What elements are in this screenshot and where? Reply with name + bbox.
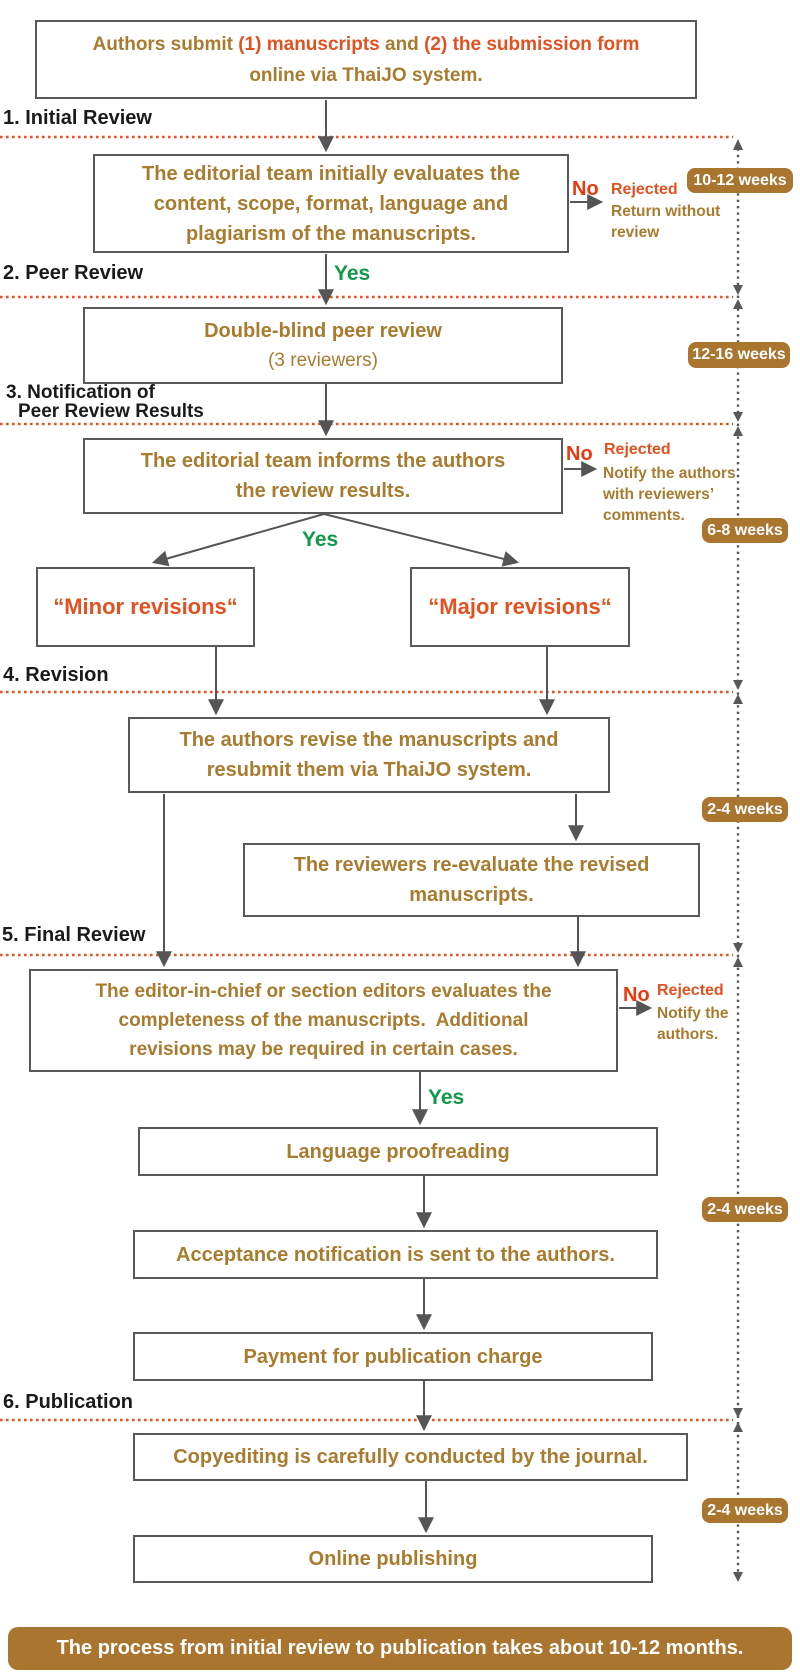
notification-box: The editorial team informs the authors t… [83,438,563,514]
minor-revisions-box: “Minor revisions“ [36,567,255,647]
badge-final-review: 2-4 weeks [702,1197,788,1222]
proofreading-label: Language proofreading [286,1140,510,1163]
acceptance-box: Acceptance notification is sent to the a… [133,1230,658,1279]
reevaluate-box: The reviewers re-evaluate the revised ma… [243,843,700,917]
rejected-title-3: Rejected [657,982,724,999]
peer-review-line2: (3 reviewers) [268,349,378,371]
copyediting-label: Copyediting is carefully conducted by th… [173,1446,648,1468]
badge-revision: 2-4 weeks [702,797,788,822]
duration-timeline [733,139,743,1582]
heading-notification-line1: 3. Notification of [6,382,155,403]
final-review-box: The editor-in-chief or section editors e… [29,969,618,1072]
no-label-3: No [623,984,650,1006]
submission-seg-1: Authors submit [92,33,239,55]
online-publishing-label: Online publishing [308,1548,478,1570]
initial-evaluation-line2: content, scope, format, language and [153,192,509,215]
heading-revision: 4. Revision [3,664,109,686]
submission-seg-4: (2) the submission form [424,33,640,55]
copyediting-box: Copyediting is carefully conducted by th… [133,1433,688,1481]
heading-publication: 6. Publication [3,1391,134,1413]
proofreading-box: Language proofreading [138,1127,658,1176]
heading-final-review: 5. Final Review [2,924,146,946]
reevaluate-line1: The reviewers re-evaluate the revised [293,854,650,876]
minor-revisions-label: “Minor revisions“ [53,594,238,619]
badge-publication: 2-4 weeks [702,1498,788,1523]
payment-label: Payment for publication charge [243,1345,543,1368]
heading-notification-line2: Peer Review Results [18,401,204,422]
badge-peer-review: 12-16 weeks [688,342,790,368]
revise-line1: The authors revise the manuscripts and [179,729,559,751]
revise-line2: resubmit them via ThaiJO system. [206,759,532,781]
submission-seg-3: and [379,33,425,55]
yes-label-2: Yes [302,528,339,551]
acceptance-label: Acceptance notification is sent to the a… [176,1243,615,1266]
rejection-note-3: Notify the authors. [657,1003,728,1045]
section-dotted-lines [0,135,733,1422]
rejection-note-3-line2: authors. [657,1026,719,1043]
rejection-note-1-line1: Return without [611,203,721,220]
rejection-note-1-line2: review [611,224,660,241]
reevaluate-line2: manuscripts. [409,884,534,906]
no-label-1: No [572,178,599,200]
submission-box: Authors submit (1) manuscripts and (2) t… [35,20,697,99]
flow-arrows [151,100,653,1534]
major-revisions-box: “Major revisions“ [410,567,630,647]
initial-evaluation-line1: The editorial team initially evaluates t… [142,162,520,185]
rejection-note-2-line2: with reviewers’ [603,486,715,503]
process-duration-banner: The process from initial review to publi… [8,1627,792,1670]
major-revisions-label: “Major revisions“ [428,594,612,619]
submission-seg-2: (1) manuscripts [238,33,380,55]
peer-review-box: Double-blind peer review (3 reviewers) [83,307,563,384]
final-review-line1: The editor-in-chief or section editors e… [95,981,552,1002]
submission-line-1: Authors submit (1) manuscripts and (2) t… [93,29,640,60]
no-label-2: No [566,443,593,465]
initial-evaluation-line3: plagiarism of the manuscripts. [185,222,477,245]
heading-initial-review: 1. Initial Review [3,107,152,129]
notification-line1: The editorial team informs the authors [140,450,506,472]
badge-notification: 6-8 weeks [702,518,788,543]
final-review-line3: revisions may be required in certain cas… [129,1039,518,1060]
yes-label-1: Yes [334,262,371,285]
rejection-note-3-line1: Notify the [657,1005,729,1022]
rejection-note-2-line1: Notify the authors [603,465,736,482]
final-review-line2: completeness of the manuscripts. Additio… [118,1010,529,1031]
rejection-note-2: Notify the authors with reviewers’ comme… [603,463,736,526]
heading-peer-review: 2. Peer Review [3,262,144,284]
submission-line-2: online via ThaiJO system. [249,64,483,86]
yes-label-3: Yes [428,1086,465,1109]
badge-initial-review: 10-12 weeks [687,168,793,193]
rejected-title-1: Rejected [611,181,678,198]
notification-line2: the review results. [235,480,411,502]
rejection-note-2-line3: comments. [603,507,685,524]
peer-review-line1: Double-blind peer review [204,319,442,342]
payment-box: Payment for publication charge [133,1332,653,1381]
rejection-note-1: Return without review [611,201,720,243]
initial-evaluation-box: The editorial team initially evaluates t… [93,154,569,253]
online-publishing-box: Online publishing [133,1535,653,1583]
revise-box: The authors revise the manuscripts and r… [128,717,610,793]
rejected-title-2: Rejected [604,441,671,458]
timeline-arrowheads [733,139,743,1582]
